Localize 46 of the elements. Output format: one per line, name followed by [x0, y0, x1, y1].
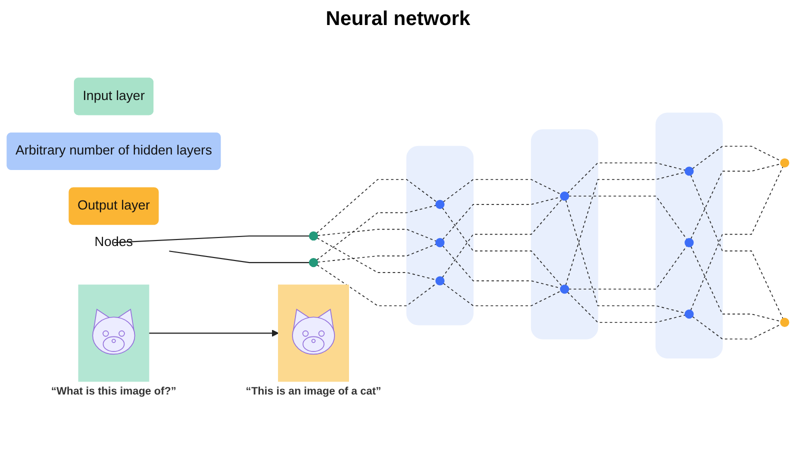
node-text: Nodes — [94, 235, 133, 250]
image-caption: “This is an image of a cat” — [246, 386, 382, 398]
connector — [316, 238, 436, 280]
image-caption: “What is this image of?” — [51, 386, 176, 398]
node-circle — [684, 310, 694, 319]
connector — [316, 264, 438, 306]
connector — [442, 283, 562, 306]
node-picture — [78, 284, 150, 382]
node-picture — [278, 284, 349, 382]
cluster — [530, 129, 598, 340]
connector — [442, 179, 562, 202]
node-circle — [560, 284, 570, 294]
node-circle — [308, 258, 318, 268]
connector — [692, 316, 782, 340]
connector — [442, 196, 561, 240]
node-circle — [435, 200, 445, 210]
node-circle — [308, 232, 318, 241]
connector — [690, 164, 782, 240]
connector — [568, 246, 688, 290]
connector — [690, 246, 782, 322]
connector — [565, 172, 686, 286]
connector — [567, 292, 686, 323]
connector — [442, 245, 561, 289]
connector — [567, 162, 686, 194]
node-circle — [560, 192, 570, 201]
connector — [442, 198, 562, 278]
connector — [114, 236, 310, 244]
connector — [565, 200, 686, 314]
connector — [316, 205, 436, 261]
node-circle — [435, 276, 445, 286]
connector — [692, 146, 782, 170]
connector — [169, 250, 310, 264]
connector — [568, 196, 688, 240]
connector — [442, 207, 562, 287]
connector — [316, 179, 438, 234]
connector — [317, 229, 437, 242]
cluster — [656, 112, 723, 359]
node-circle — [780, 318, 790, 328]
node-circle — [435, 238, 445, 248]
cluster — [406, 146, 474, 326]
node-circle — [684, 238, 694, 248]
node-circle — [780, 158, 790, 168]
arrow — [148, 330, 279, 337]
node-circle — [684, 166, 694, 176]
diagram-title: Neural network — [324, 8, 472, 31]
connector — [317, 244, 437, 263]
